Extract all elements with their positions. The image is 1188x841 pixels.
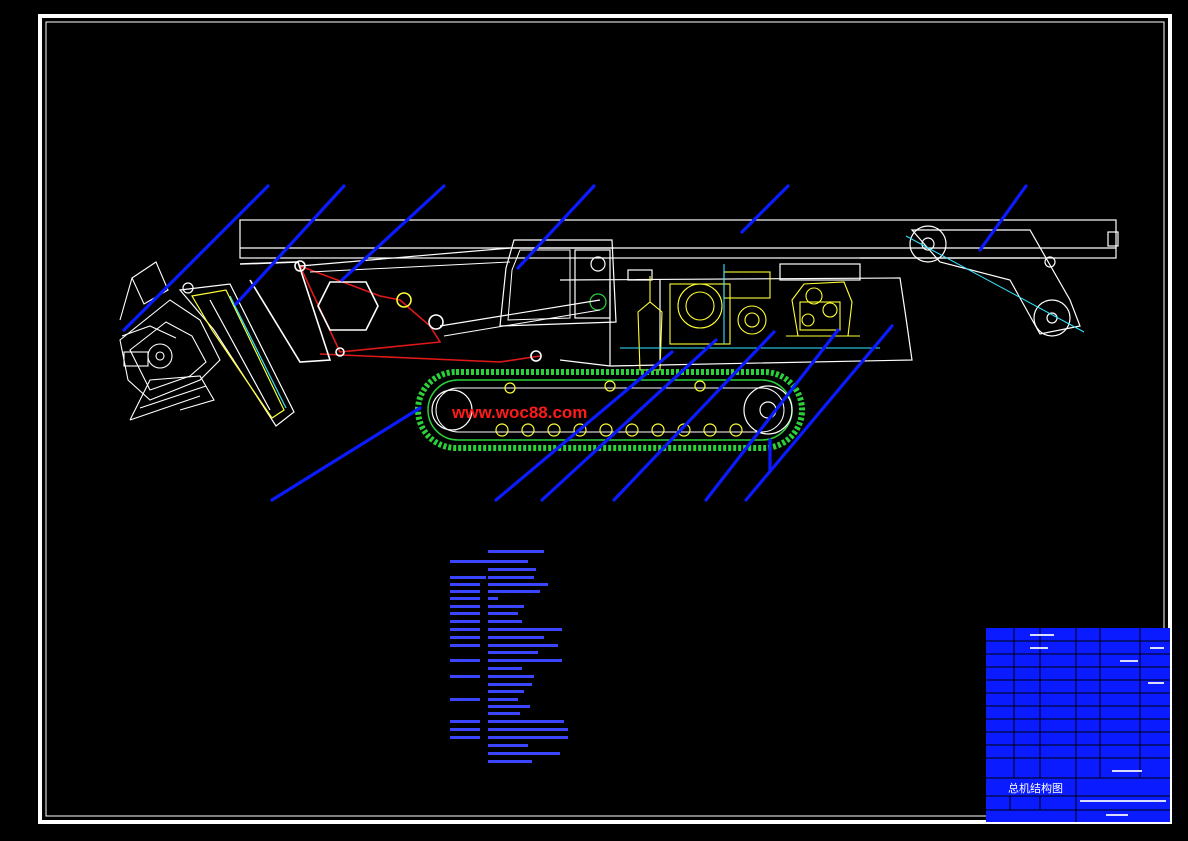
boom-linkage <box>239 247 601 363</box>
rear-conveyor <box>905 225 1085 337</box>
engine-pack <box>786 281 860 337</box>
outer-border <box>38 14 1172 824</box>
main-frame <box>239 219 1119 367</box>
inner-border <box>45 21 1165 817</box>
title-block: 总机结构图 <box>986 628 1170 822</box>
watermark-text: www.woc88.com <box>451 403 587 422</box>
technical-notes <box>450 550 568 763</box>
cutting-head <box>119 261 221 421</box>
cutting-boom <box>178 282 295 427</box>
title-block-caption: 总机结构图 <box>1008 781 1063 795</box>
track-rollers <box>495 380 743 437</box>
reducer <box>620 264 880 371</box>
machine-drawing <box>119 219 1119 451</box>
leader-lines <box>122 184 1028 502</box>
